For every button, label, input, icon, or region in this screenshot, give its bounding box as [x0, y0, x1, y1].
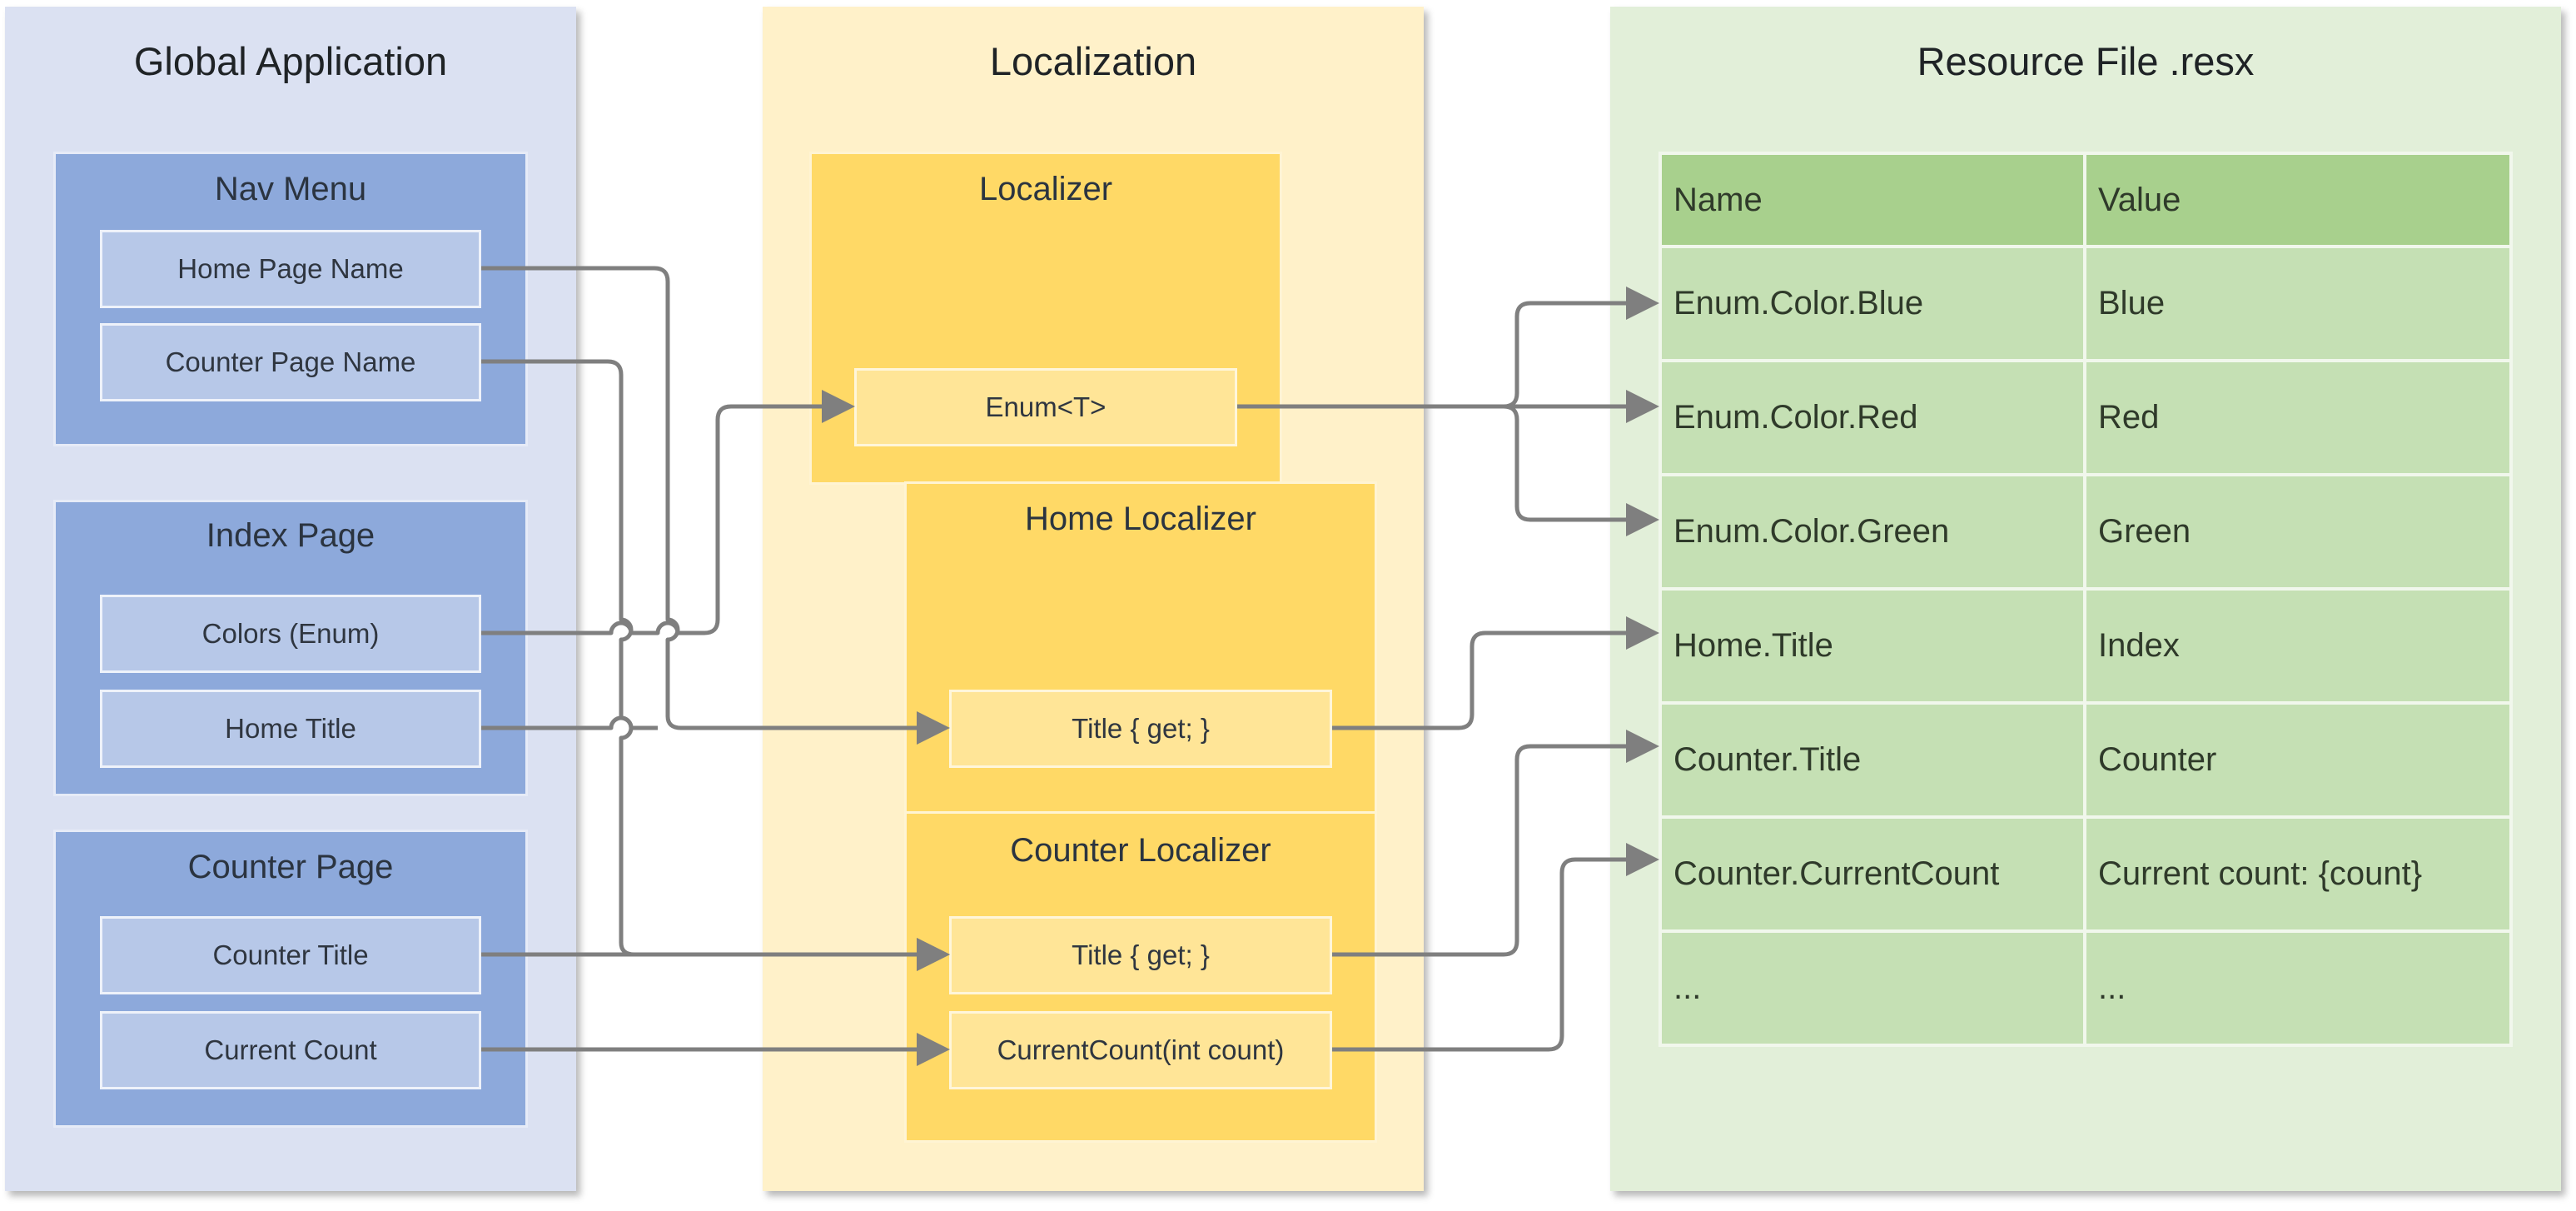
resource-file-title: Resource File .resx [1917, 39, 2255, 83]
resource-value-cell: ... [2083, 929, 2513, 1047]
current-count-method-item: CurrentCount(int count) [949, 1011, 1332, 1089]
counter-title-item: Counter Title [100, 916, 481, 994]
resource-key-cell: Counter.CurrentCount [1658, 815, 2086, 933]
colors-enum-item: Colors (Enum) [100, 595, 481, 673]
connector-enum-to-blue [1237, 287, 1659, 409]
resource-value-cell: Blue [2083, 245, 2513, 362]
global-application-title: Global Application [133, 39, 448, 83]
counter-page-title: Counter Page [187, 849, 394, 885]
resource-table-header-row: Name Value [1658, 152, 2513, 248]
connector-home-page-name [481, 266, 950, 745]
connector-home-localizer-to-home-title [1332, 616, 1659, 730]
connector-enum-to-green [1503, 404, 1659, 536]
enum-t-item: Enum<T> [854, 368, 1237, 446]
column-header-value: Value [2083, 152, 2513, 248]
resource-key-cell: ... [1658, 929, 2086, 1047]
counter-title-get-item: Title { get; } [949, 916, 1332, 994]
localization-title: Localization [989, 39, 1197, 83]
resource-value-cell: Current count: {count} [2083, 815, 2513, 933]
column-header-name: Name [1658, 152, 2086, 248]
resource-value-cell: Green [2083, 473, 2513, 591]
connector-colors-enum [481, 390, 855, 635]
resource-value-cell: Counter [2083, 701, 2513, 819]
table-row: ... ... [1658, 929, 2513, 1047]
resource-key-cell: Home.Title [1658, 587, 2086, 705]
home-title-get-item: Title { get; } [949, 690, 1332, 768]
localizer-title: Localizer [978, 171, 1113, 207]
home-localizer-title: Home Localizer [1025, 501, 1256, 537]
connector-counter-page-name [481, 359, 950, 971]
resource-key-cell: Enum.Color.Red [1658, 359, 2086, 476]
counter-page-name-item: Counter Page Name [100, 323, 481, 401]
resource-value-cell: Red [2083, 359, 2513, 476]
index-page-title: Index Page [206, 517, 375, 554]
current-count-item: Current Count [100, 1011, 481, 1089]
counter-localizer-title: Counter Localizer [1010, 832, 1271, 869]
resource-value-cell: Index [2083, 587, 2513, 705]
table-row: Enum.Color.Green Green [1658, 473, 2513, 591]
connector-current-count-method-to-row [1332, 843, 1659, 1052]
table-row: Enum.Color.Red Red [1658, 359, 2513, 476]
connector-counter-localizer-to-counter-title [1332, 730, 1659, 957]
resource-key-cell: Enum.Color.Blue [1658, 245, 2086, 362]
table-row: Enum.Color.Blue Blue [1658, 245, 2513, 362]
home-title-item: Home Title [100, 690, 481, 768]
nav-menu-title: Nav Menu [214, 171, 367, 207]
resource-key-cell: Counter.Title [1658, 701, 2086, 819]
table-row: Counter.Title Counter [1658, 701, 2513, 819]
resource-key-cell: Enum.Color.Green [1658, 473, 2086, 591]
connector-home-title [481, 715, 658, 730]
home-page-name-item: Home Page Name [100, 230, 481, 308]
table-row: Counter.CurrentCount Current count: {cou… [1658, 815, 2513, 933]
table-row: Home.Title Index [1658, 587, 2513, 705]
resource-table: Name Value Enum.Color.Blue Blue Enum.Col… [1658, 152, 2513, 1047]
